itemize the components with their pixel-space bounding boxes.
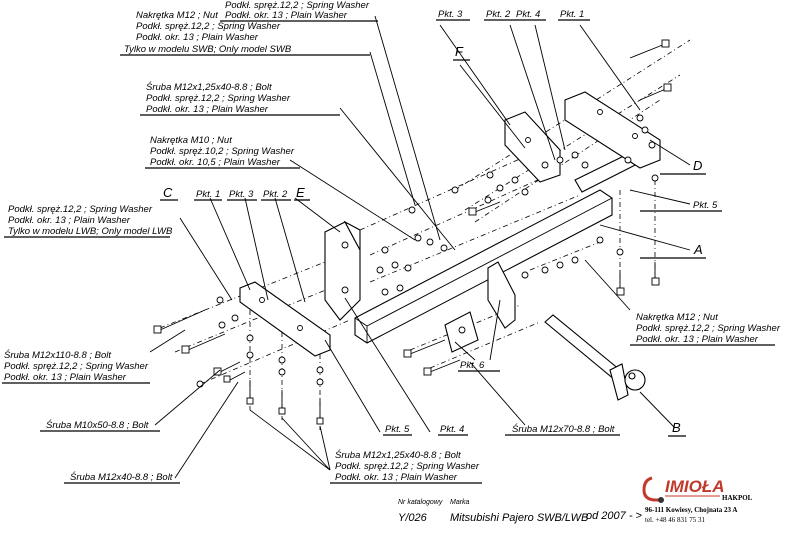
label-bolt-m12x110: Śruba M12x110-8.8 ; Bolt Podkł. spręż.12… [2,349,150,384]
point-tags: Pkt. 3 Pkt. 2 Pkt. 4 Pkt. 1 Pkt. 1 Pkt. … [194,9,722,436]
svg-text:Mitsubishi Pajero SWB/LWB: Mitsubishi Pajero SWB/LWB [450,512,588,524]
svg-text:Podkł. okr. 13 ; Plain Washer: Podkł. okr. 13 ; Plain Washer [636,334,759,345]
label-nut-m10: Nakrętka M10 ; Nut Podkł. spręż.10,2 ; S… [145,135,300,169]
mounting-bracket-part-f [504,111,561,183]
svg-text:Śruba M12x1,25x40-8.8 ; Bolt: Śruba M12x1,25x40-8.8 ; Bolt [335,449,461,461]
svg-text:E: E [296,185,305,200]
svg-text:Pkt. 5: Pkt. 5 [385,424,410,435]
svg-text:Podkł. okr. 13 ; Plain Washer: Podkł. okr. 13 ; Plain Washer [4,372,127,383]
svg-text:Marka: Marka [450,499,470,506]
svg-text:Śruba M12x1,25x40-8.8 ; Bolt: Śruba M12x1,25x40-8.8 ; Bolt [146,81,272,93]
svg-text:Śruba M12x70-8.8 ; Bolt: Śruba M12x70-8.8 ; Bolt [512,423,615,435]
svg-text:Pkt. 1: Pkt. 1 [560,9,584,20]
svg-text:Nakrętka M10 ; Nut: Nakrętka M10 ; Nut [150,135,232,146]
svg-text:B: B [672,420,681,435]
svg-text:Pkt. 2: Pkt. 2 [263,189,288,200]
center-bracket [487,261,516,329]
svg-text:Podkł. spręż.12,2 ; Spring Was: Podkł. spręż.12,2 ; Spring Washer [636,323,781,334]
svg-text:Pkt. 6: Pkt. 6 [460,360,485,371]
svg-text:Pkt. 4: Pkt. 4 [516,9,540,20]
svg-text:Pkt. 3: Pkt. 3 [229,189,254,200]
label-bolt-m12x70: Śruba M12x70-8.8 ; Bolt [505,423,620,436]
svg-text:Pkt. 5: Pkt. 5 [693,200,718,211]
svg-text:IMIOŁA: IMIOŁA [665,477,725,496]
svg-text:tel. +48 46 831 75 31: tel. +48 46 831 75 31 [645,516,705,524]
bolts [153,39,672,425]
label-bolt-m12x40: Śruba M12x40-8.8 ; Bolt [64,471,180,484]
company-logo: IMIOŁA HAKPOL 96-111 Kowiesy, Chojnata 2… [642,476,753,524]
svg-text:Podkł. okr. 13 ; Plain Washer: Podkł. okr. 13 ; Plain Washer [146,104,269,115]
svg-text:od 2007 - >: od 2007 - > [586,510,643,522]
label-bolt-m12x125x40-bottom: Śruba M12x1,25x40-8.8 ; Bolt Podkł. sprę… [330,449,482,484]
label-bolt-m10x50: Śruba M10x50-8.8 ; Bolt [40,419,160,432]
svg-text:Nakrętka M12 ; Nut: Nakrętka M12 ; Nut [136,10,218,21]
svg-text:Pkt. 1: Pkt. 1 [196,189,220,200]
svg-text:Podkł. spręż.12,2 ; Spring Was: Podkł. spręż.12,2 ; Spring Washer [8,204,153,215]
svg-text:Podkł. okr. 10,5 ; Plain Washe: Podkł. okr. 10,5 ; Plain Washer [150,157,281,168]
svg-text:Podkł. spręż.12,2 ; Spring Was: Podkł. spręż.12,2 ; Spring Washer [136,21,281,32]
svg-text:Y/026: Y/026 [398,512,428,524]
svg-text:Pkt. 4: Pkt. 4 [440,424,464,435]
ball-mount-part-b [544,314,646,401]
svg-text:Tylko w modelu LWB; Only model: Tylko w modelu LWB; Only model LWB [8,226,173,237]
svg-text:Podkł. okr. 13 ; Plain Washer: Podkł. okr. 13 ; Plain Washer [136,32,259,43]
svg-text:F: F [455,44,464,59]
svg-text:Śruba M12x110-8.8 ; Bolt: Śruba M12x110-8.8 ; Bolt [4,349,111,361]
svg-text:C: C [163,185,173,200]
svg-text:Śruba M12x40-8.8 ; Bolt: Śruba M12x40-8.8 ; Bolt [70,471,173,483]
svg-text:HAKPOL: HAKPOL [722,494,753,502]
svg-text:Nr katalogowy: Nr katalogowy [398,499,443,506]
svg-text:Tylko w modelu SWB; Only model: Tylko w modelu SWB; Only model SWB [124,44,292,55]
svg-text:Podkł. spręż.10,2 ; Spring Was: Podkł. spręż.10,2 ; Spring Washer [150,146,295,157]
svg-text:Nakrętka M12 ; Nut: Nakrętka M12 ; Nut [636,312,718,323]
label-nut-m12-right: Nakrętka M12 ; Nut Podkł. spręż.12,2 ; S… [630,312,781,346]
part-letters: F D C E A B [160,44,706,437]
catalog-footer: Nr katalogowy Marka Y/026 Mitsubishi Paj… [398,499,643,524]
nuts-and-washers [196,114,659,388]
label-bolt-m12x125x40-top: Śruba M12x1,25x40-8.8 ; Bolt Podkł. sprę… [140,81,340,116]
svg-text:Podkł. spręż.12,2 ; Spring Was: Podkł. spręż.12,2 ; Spring Washer [146,93,291,104]
svg-text:Podkł. okr. 13 ; Plain Washer: Podkł. okr. 13 ; Plain Washer [335,472,458,483]
label-washers-lwb: Podkł. spręż.12,2 ; Spring Washer Podkł.… [4,204,173,238]
svg-text:A: A [693,242,703,257]
svg-text:Śruba M10x50-8.8 ; Bolt: Śruba M10x50-8.8 ; Bolt [46,419,149,431]
svg-text:Podkł. spręż.12,2 ; Spring Was: Podkł. spręż.12,2 ; Spring Washer [335,461,480,472]
svg-text:Podkł. okr. 13 ; Plain Washer: Podkł. okr. 13 ; Plain Washer [225,10,348,21]
svg-text:96-111 Kowiesy, Chojnata 23 A: 96-111 Kowiesy, Chojnata 23 A [645,506,737,514]
svg-text:Podkł. spręż.12,2 ; Spring Was: Podkł. spręż.12,2 ; Spring Washer [4,361,149,372]
svg-text:Podkł. spręż.12,2 ; Spring Was: Podkł. spręż.12,2 ; Spring Washer [225,0,370,11]
socket-plate [444,311,479,353]
mounting-plate-part-c [239,281,331,357]
svg-text:Pkt. 2: Pkt. 2 [486,9,511,20]
svg-text:D: D [693,158,702,173]
label-washers-top: Podkł. spręż.12,2 ; Spring Washer Podkł.… [220,0,378,22]
svg-text:Pkt. 3: Pkt. 3 [438,9,463,20]
hook-logo-icon [642,476,662,502]
svg-text:Podkł. okr. 13 ; Plain Washer: Podkł. okr. 13 ; Plain Washer [8,215,131,226]
side-bracket-part-e [324,220,361,321]
mounting-plate-part-d [564,91,661,169]
leader-lines [149,15,691,479]
label-nut-m12-top: Nakrętka M12 ; Nut Podkł. spręż.12,2 ; S… [120,10,370,56]
